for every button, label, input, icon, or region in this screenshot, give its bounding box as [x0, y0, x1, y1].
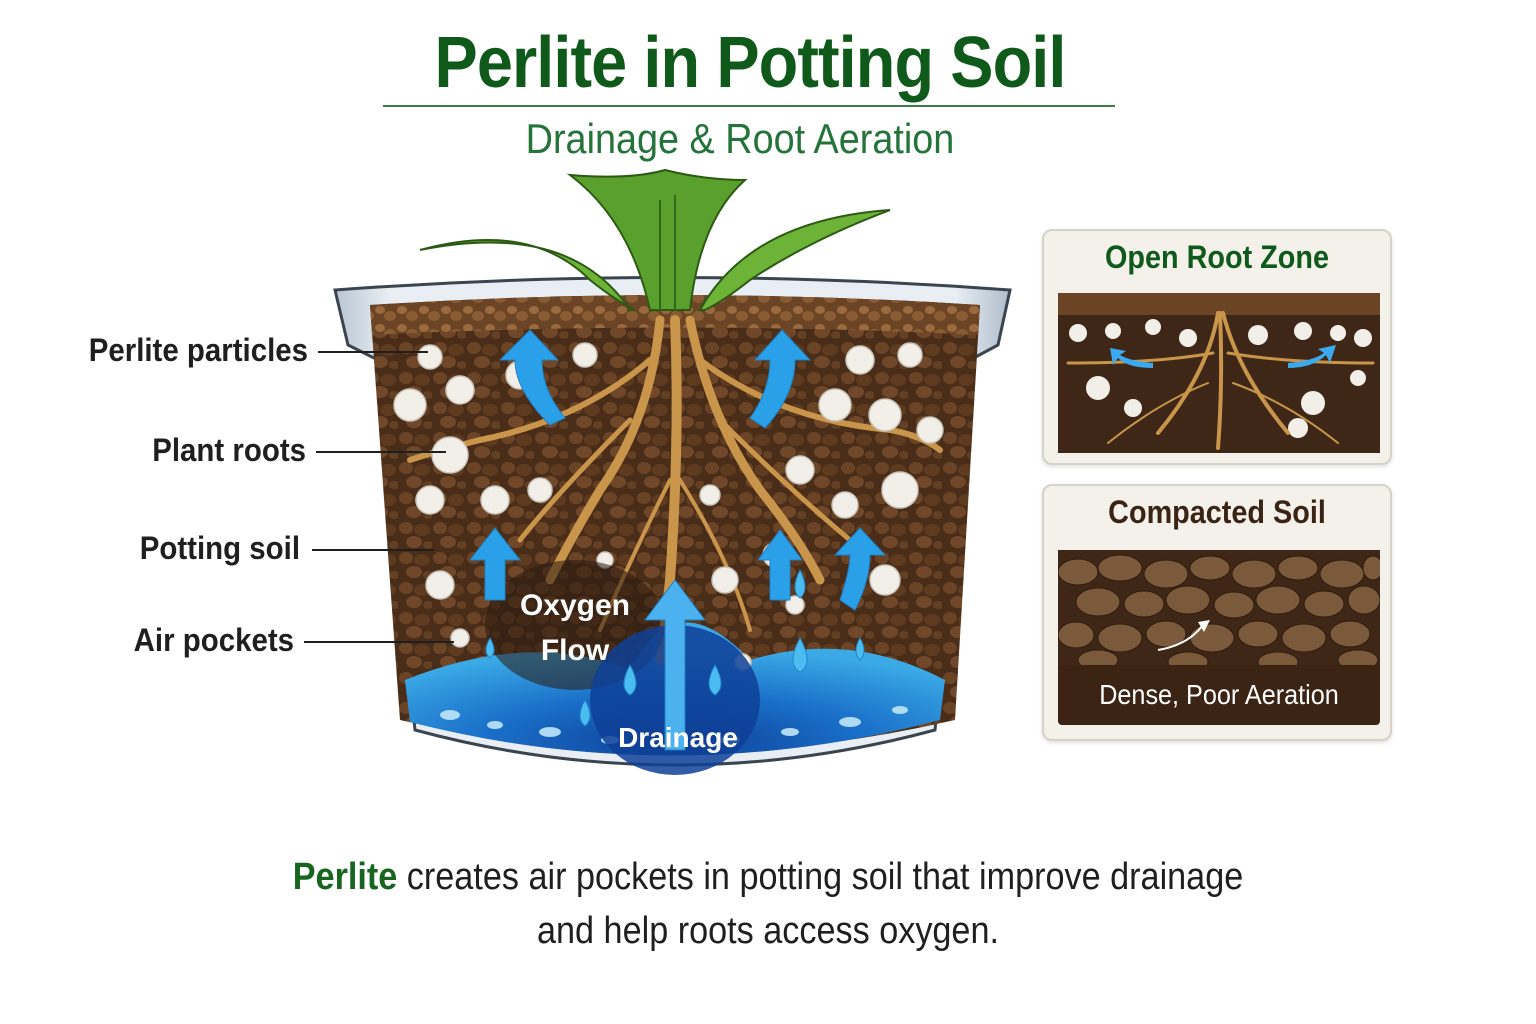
open-root-zone-panel: Open Root Zone — [1042, 229, 1392, 465]
open-root-zone-title: Open Root Zone — [1105, 239, 1329, 275]
open-root-zone-art — [1058, 293, 1380, 453]
callout-plant-roots: Plant roots — [152, 432, 306, 468]
caption-line-2: and help roots access oxygen. — [536, 910, 999, 952]
compacted-soil-title: Compacted Soil — [1108, 494, 1326, 530]
leader-line — [312, 549, 434, 551]
title-divider — [383, 105, 1115, 107]
callout-air-pockets: Air pockets — [133, 622, 294, 658]
callout-potting-soil: Potting soil — [139, 530, 300, 566]
drainage-label: Drainage — [618, 722, 738, 753]
pot-illustration: Oxygen Flow Drainage — [333, 168, 1012, 775]
compacted-soil-footer: Dense, Poor Aeration — [1058, 665, 1380, 725]
compacted-soil-art — [1058, 550, 1380, 665]
compacted-soil-footer-text: Dense, Poor Aeration — [1099, 679, 1339, 710]
compacted-soil-panel: Compacted Soil Dense, Poor Aeration — [1042, 484, 1392, 741]
water-droplets — [485, 568, 865, 727]
caption-line-1: Perlite creates air pockets in potting s… — [212, 850, 1324, 904]
caption-line-1-text: creates air pockets in potting soil that… — [397, 856, 1244, 898]
leader-line — [304, 641, 454, 643]
page-subtitle: Drainage & Root Aeration — [525, 115, 955, 162]
plant-leaves — [419, 168, 891, 311]
caption-highlight: Perlite — [292, 856, 398, 898]
page-title: Perlite in Potting Soil — [434, 23, 1067, 103]
oxygen-flow-label: Oxygen — [520, 589, 630, 622]
leader-line — [318, 351, 428, 353]
oxygen-arrows — [468, 329, 887, 751]
svg-text:Flow: Flow — [541, 634, 610, 667]
callout-perlite-particles: Perlite particles — [88, 332, 308, 368]
leader-line — [316, 451, 446, 453]
